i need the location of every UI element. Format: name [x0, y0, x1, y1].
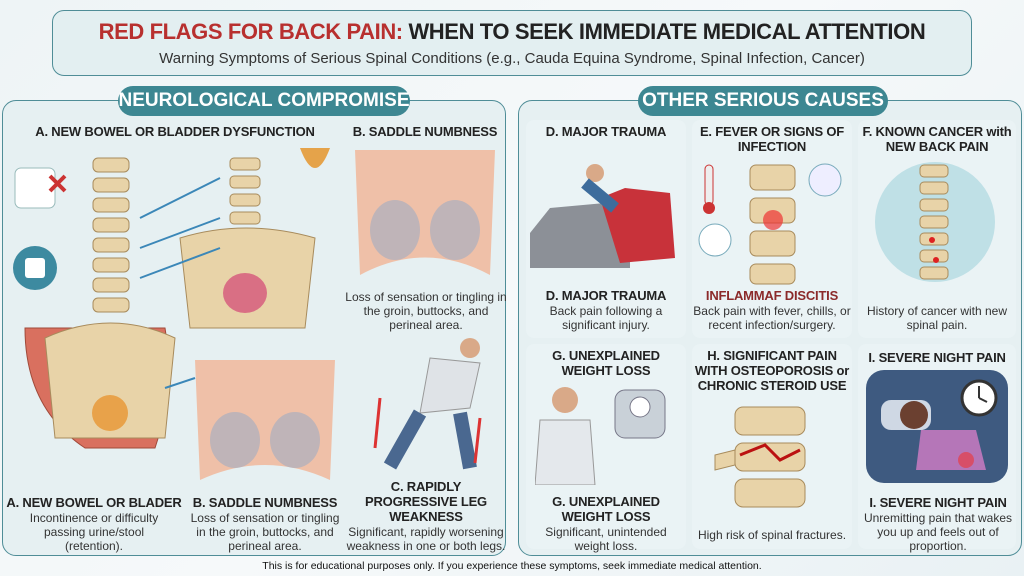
section-a-text: Incontinence or difficulty passing urine… [29, 511, 159, 553]
night-pain-illustration [866, 370, 1008, 483]
card-d-title: D. MAJOR TRAUMA [545, 124, 667, 139]
card-h-title: H. SIGNIFICANT PAIN WITH OSTEOPOROSIS or… [694, 348, 850, 393]
cancer-spine-illustration [875, 162, 995, 282]
car-crash-illustration [530, 164, 675, 268]
card-f-title: F. KNOWN CANCER with NEW BACK PAIN [862, 124, 1012, 154]
saddle-area-illustration-top [355, 150, 495, 275]
section-b-bottom-title: B. SADDLE NUMBNESS [192, 495, 338, 510]
section-c-title: C. RAPIDLY PROGRESSIVE LEG WEAKNESS [365, 479, 487, 524]
infected-spine-illustration [698, 163, 842, 285]
card-e-bottom-title: INFLAMMAF DISCITIS [705, 288, 839, 303]
card-d-block: D. MAJOR TRAUMA Back pain following a si… [526, 288, 686, 332]
section-b-bottom-block: B. SADDLE NUMBNESS Loss of sensation or … [185, 495, 345, 553]
card-e-text: Back pain with fever, chills, or recent … [693, 304, 851, 332]
section-b-top-text: Loss of sensation or tingling in the gro… [345, 290, 507, 332]
card-g-block: G. UNEXPLAINED WEIGHT LOSS Significant, … [526, 494, 686, 553]
card-h-text: High risk of spinal fractures. [697, 528, 847, 542]
leg-weakness-illustration [373, 338, 482, 470]
weight-loss-illustration [535, 387, 666, 485]
page-subtitle: Warning Symptoms of Serious Spinal Condi… [159, 50, 865, 67]
section-a-bottom-title: A. NEW BOWEL OR BLADER [6, 495, 182, 510]
page-title: RED FLAGS FOR BACK PAIN: WHEN TO SEEK IM… [98, 19, 926, 44]
section-a-title: A. NEW BOWEL OR BLADDER DYSFUNCTION [35, 124, 315, 139]
card-g-text: Significant, unintended weight loss. [545, 525, 667, 553]
card-d-text: Back pain following a significant injury… [549, 304, 663, 332]
card-i-bottom-title: I. SEVERE NIGHT PAIN [869, 495, 1007, 510]
saddle-area-illustration-bottom [195, 360, 335, 480]
card-g-bottom-title: G. UNEXPLAINED WEIGHT LOSS [552, 494, 660, 524]
header-banner: RED FLAGS FOR BACK PAIN: WHEN TO SEEK IM… [52, 10, 972, 76]
section-a-bottom-block: A. NEW BOWEL OR BLADER Incontinence or d… [4, 495, 184, 553]
card-e-title: E. FEVER OR SIGNS OF INFECTION [699, 124, 845, 154]
section-c-text: Significant, rapidly worsening weakness … [346, 525, 506, 553]
card-d-bottom-title: D. MAJOR TRAUMA [545, 288, 667, 303]
card-i-text: Unremitting pain that wakes you up and f… [863, 511, 1013, 553]
card-i-title: I. SEVERE NIGHT PAIN [868, 350, 1006, 365]
fractured-vertebrae-illustration [714, 406, 806, 508]
card-e-block: INFLAMMAF DISCITIS Back pain with fever,… [692, 288, 852, 332]
disclaimer-footer: This is for educational purposes only. I… [262, 560, 762, 572]
card-f-text: History of cancer with new spinal pain. [866, 304, 1008, 332]
card-i-block: I. SEVERE NIGHT PAIN Unremitting pain th… [858, 495, 1018, 553]
other-causes-pill: OTHER SERIOUS CAUSES [638, 86, 888, 116]
section-c-block: C. RAPIDLY PROGRESSIVE LEG WEAKNESS Sign… [345, 479, 507, 553]
section-b-title: B. SADDLE NUMBNESS [352, 124, 498, 139]
neurological-pill: NEUROLOGICAL COMPROMISE [118, 86, 410, 116]
section-b-text: Loss of sensation or tingling in the gro… [190, 511, 340, 553]
spine-pelvis-illustration [13, 148, 330, 449]
card-g-title: G. UNEXPLAINED WEIGHT LOSS [552, 348, 660, 378]
